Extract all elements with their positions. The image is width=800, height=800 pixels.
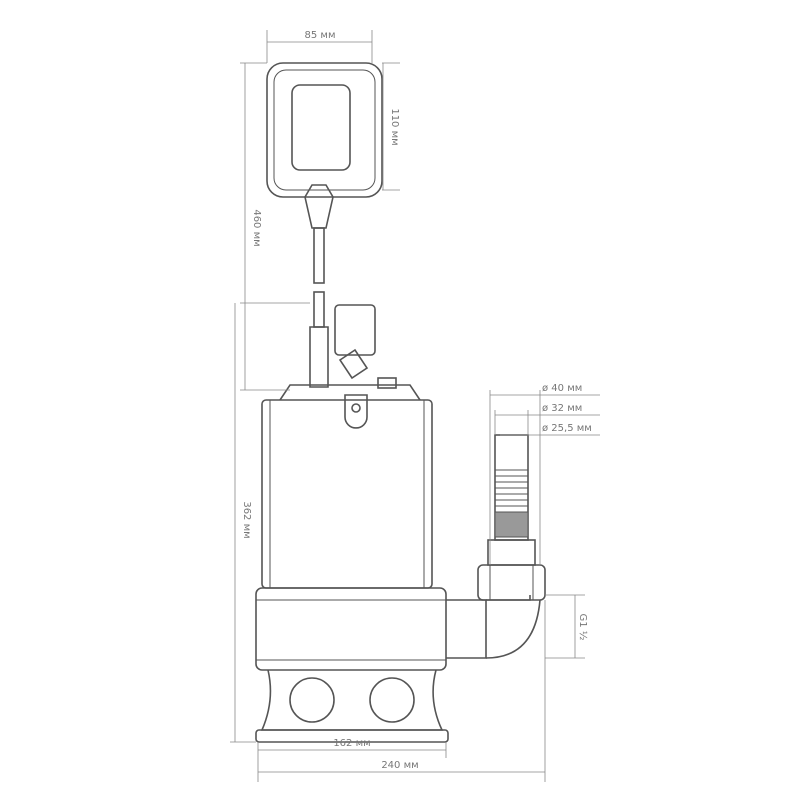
float-height-label: 110 мм bbox=[389, 108, 400, 145]
outlet-elbow bbox=[446, 539, 546, 659]
outlet-d2-label: ø 32 мм bbox=[542, 403, 582, 414]
float-switch bbox=[266, 62, 383, 284]
hose-connector bbox=[494, 434, 529, 541]
total-width-label: 240 мм bbox=[381, 760, 418, 771]
cable-height-label: 460 мм bbox=[251, 209, 262, 246]
outlet-d1-label: ø 40 мм bbox=[542, 383, 582, 394]
switch-handle bbox=[334, 304, 376, 429]
outlet-d3-label: ø 25,5 мм bbox=[542, 423, 592, 434]
cable bbox=[309, 291, 329, 388]
pump-height-label: 362 мм bbox=[241, 501, 252, 538]
thread-label: G1 ½ bbox=[577, 614, 589, 641]
inlet-hole-right bbox=[369, 677, 415, 723]
motor-housing bbox=[261, 377, 433, 589]
inlet-hole-left bbox=[289, 677, 335, 723]
base-width-label: 162 мм bbox=[333, 738, 370, 749]
pump-base bbox=[255, 587, 449, 743]
float-width-label: 85 мм bbox=[305, 30, 336, 41]
dimension-lines bbox=[230, 30, 600, 782]
